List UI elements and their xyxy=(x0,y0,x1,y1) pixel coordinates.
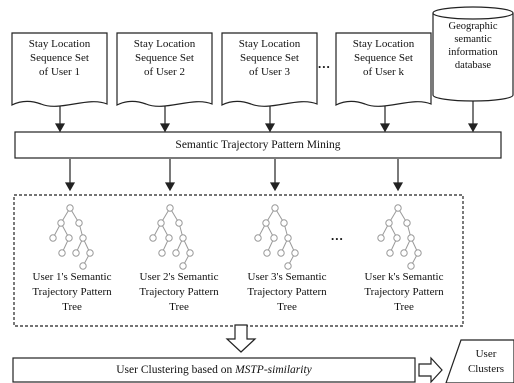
hollow-down-arrow xyxy=(225,324,257,353)
stay-location-doc-user-k xyxy=(335,32,432,107)
tree-icon-user-1 xyxy=(49,204,94,270)
tree-icon-user-k xyxy=(377,204,422,270)
tree-icon-user-2 xyxy=(149,204,194,270)
hollow-right-arrow xyxy=(418,356,443,383)
semantic-tree-icons xyxy=(49,204,422,270)
user-clusters-parallelogram xyxy=(445,339,514,383)
tree-icon-user-3 xyxy=(254,204,299,270)
mining-box-label: Semantic Trajectory Pattern Mining xyxy=(175,139,341,151)
stay-location-doc-user-3 xyxy=(221,32,318,107)
tree-ellipsis: ... xyxy=(331,228,344,243)
clustering-label-prefix: User Clustering based on xyxy=(116,364,236,376)
user-clustering-box xyxy=(12,357,416,383)
stay-location-doc-user-1 xyxy=(11,32,108,107)
doc-to-mining-arrows xyxy=(54,101,479,133)
doc-ellipsis: ... xyxy=(318,56,331,71)
geographic-database-cylinder xyxy=(432,6,514,102)
mining-to-tree-arrows xyxy=(64,159,404,192)
clustering-box-label: User Clustering based on MSTP-similarity xyxy=(13,363,415,377)
stay-location-doc-user-2 xyxy=(116,32,213,107)
semantic-trajectory-pattern-mining-box xyxy=(14,131,502,159)
clustering-label-emphasis: MSTP-similarity xyxy=(235,364,312,376)
